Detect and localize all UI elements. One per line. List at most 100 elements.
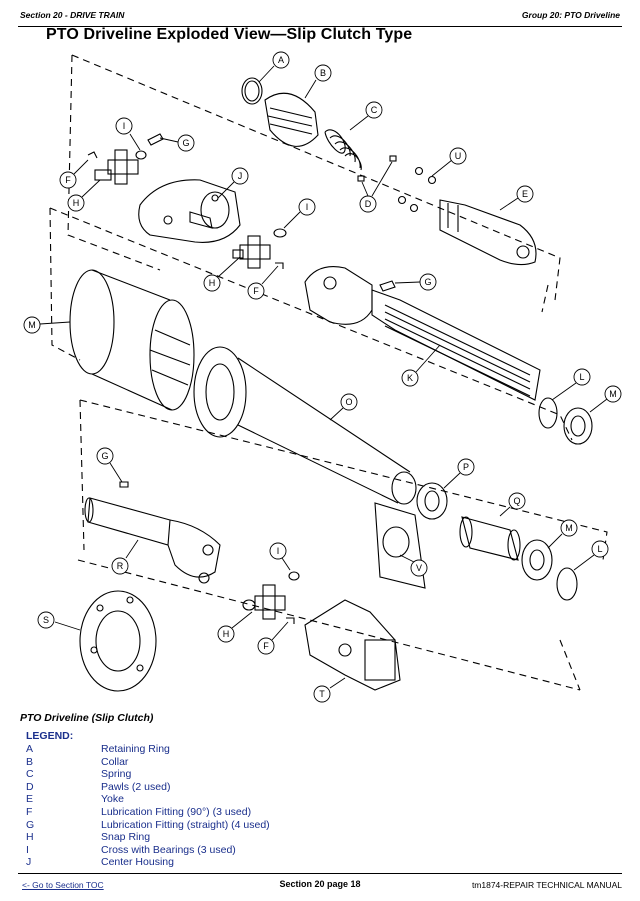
legend-item: H Snap Ring [26, 831, 270, 844]
callout-q: Q [499, 492, 526, 517]
page-header: Section 20 - DRIVE TRAIN Group 20: PTO D… [18, 4, 622, 27]
svg-text:T: T [319, 689, 325, 699]
svg-text:F: F [65, 175, 71, 185]
outer-tube-part [69, 269, 195, 411]
svg-text:I: I [123, 121, 126, 131]
dashed-outlines [49, 54, 608, 691]
figure-caption: PTO Driveline (Slip Clutch) [20, 712, 154, 724]
legend-label: Spring [101, 768, 132, 781]
svg-text:M: M [28, 320, 36, 330]
legend-label: Center Housing [101, 856, 174, 869]
svg-text:I: I [306, 202, 309, 212]
legend-key: A [26, 743, 34, 755]
callout-u: U [431, 147, 467, 177]
page-title: PTO Driveline Exploded View—Slip Clutch … [46, 26, 413, 43]
splined-shaft-part [304, 266, 541, 401]
callout-m-lower: M [547, 519, 578, 549]
shaft-yoke-part [84, 481, 221, 584]
svg-text:G: G [101, 451, 108, 461]
legend-key: H [26, 831, 34, 844]
legend-item: A Retaining Ring [26, 743, 270, 756]
svg-text:U: U [455, 151, 462, 161]
retaining-ring-part [241, 77, 263, 105]
callout-d: D [359, 161, 393, 213]
callout-g-lower: G [96, 447, 123, 483]
callout-k: K [401, 344, 441, 387]
svg-text:P: P [463, 462, 469, 472]
callout-g-mid: G [394, 273, 437, 291]
svg-text:J: J [238, 171, 243, 181]
legend-key: C [26, 768, 34, 781]
svg-text:H: H [73, 198, 80, 208]
callouts: A B C D E F G H I J I H F G U M K L M O … [23, 51, 622, 703]
legend-label: Collar [101, 755, 129, 768]
callout-j: J [217, 167, 249, 199]
section-title: Section 20 - DRIVE TRAIN [20, 10, 125, 20]
svg-text:S: S [43, 615, 49, 625]
svg-text:G: G [424, 277, 431, 287]
callout-i-lower: I [269, 542, 291, 571]
callout-f-lower: F [257, 621, 289, 655]
yoke-part [439, 199, 537, 266]
section-toc-link[interactable]: <- Go to Section TOC [22, 880, 104, 890]
svg-text:A: A [278, 55, 284, 65]
svg-text:H: H [223, 629, 230, 639]
legend-label: Lubrication Fitting (90°) (3 used) [101, 805, 252, 818]
callout-a: A [258, 51, 290, 83]
callout-h-mid: H [203, 256, 241, 292]
detail-box-v [374, 502, 426, 589]
cross-bearing-lower [242, 571, 300, 624]
svg-text:L: L [579, 372, 584, 382]
legend-label: Pawls (2 used) [101, 780, 171, 793]
group-title: Group 20: PTO Driveline [521, 10, 620, 20]
center-housing-part [138, 179, 241, 243]
svg-text:R: R [117, 561, 124, 571]
callout-l-lower: L [573, 540, 609, 571]
callout-i-upper: I [115, 117, 141, 151]
callout-t: S [37, 611, 81, 631]
legend-label: Snap Ring [101, 831, 151, 844]
ring-p-part [416, 482, 448, 520]
snap-ring-nut-lower [521, 539, 578, 601]
callout-h-upper: H [67, 179, 101, 212]
legend-key: E [26, 793, 34, 806]
svg-text:K: K [407, 373, 413, 383]
page-footer: <- Go to Section TOC Section 20 page 18 … [18, 873, 622, 894]
spring-part [324, 129, 362, 171]
svg-text:B: B [320, 68, 326, 78]
legend-item: D Pawls (2 used) [26, 781, 270, 794]
legend-key: B [26, 755, 34, 768]
legend-label: Retaining Ring [101, 743, 170, 755]
legend-item: C Spring [26, 768, 270, 781]
sleeve-part [459, 516, 521, 561]
callout-p: P [443, 458, 475, 489]
svg-text:F: F [263, 641, 269, 651]
legend-label: Lubrication Fitting (straight) (4 used) [101, 818, 270, 831]
legend-label: Cross with Bearings (3 used) [101, 843, 236, 856]
legend-key: D [26, 780, 34, 793]
callout-e: E [499, 185, 534, 211]
callout-r: R [111, 539, 139, 575]
callout-b: B [304, 64, 332, 99]
svg-text:V: V [416, 563, 422, 573]
legend-key: I [26, 843, 29, 856]
callout-v: V [399, 554, 428, 577]
inner-tube-part [193, 346, 417, 505]
svg-text:O: O [345, 397, 352, 407]
legend-item: B Collar [26, 756, 270, 769]
legend-item: G Lubrication Fitting (straight) (4 used) [26, 819, 270, 832]
snap-ring-nut-upper [538, 397, 593, 445]
svg-text:M: M [565, 523, 573, 533]
legend-item: I Cross with Bearings (3 used) [26, 844, 270, 857]
svg-text:M: M [609, 389, 617, 399]
callout-o: O [329, 393, 358, 421]
legend-heading: LEGEND: [26, 730, 74, 742]
svg-text:E: E [522, 189, 528, 199]
legend-key: G [26, 818, 35, 831]
callout-n: M [23, 316, 71, 334]
balls-part [397, 166, 437, 213]
svg-text:D: D [365, 199, 372, 209]
